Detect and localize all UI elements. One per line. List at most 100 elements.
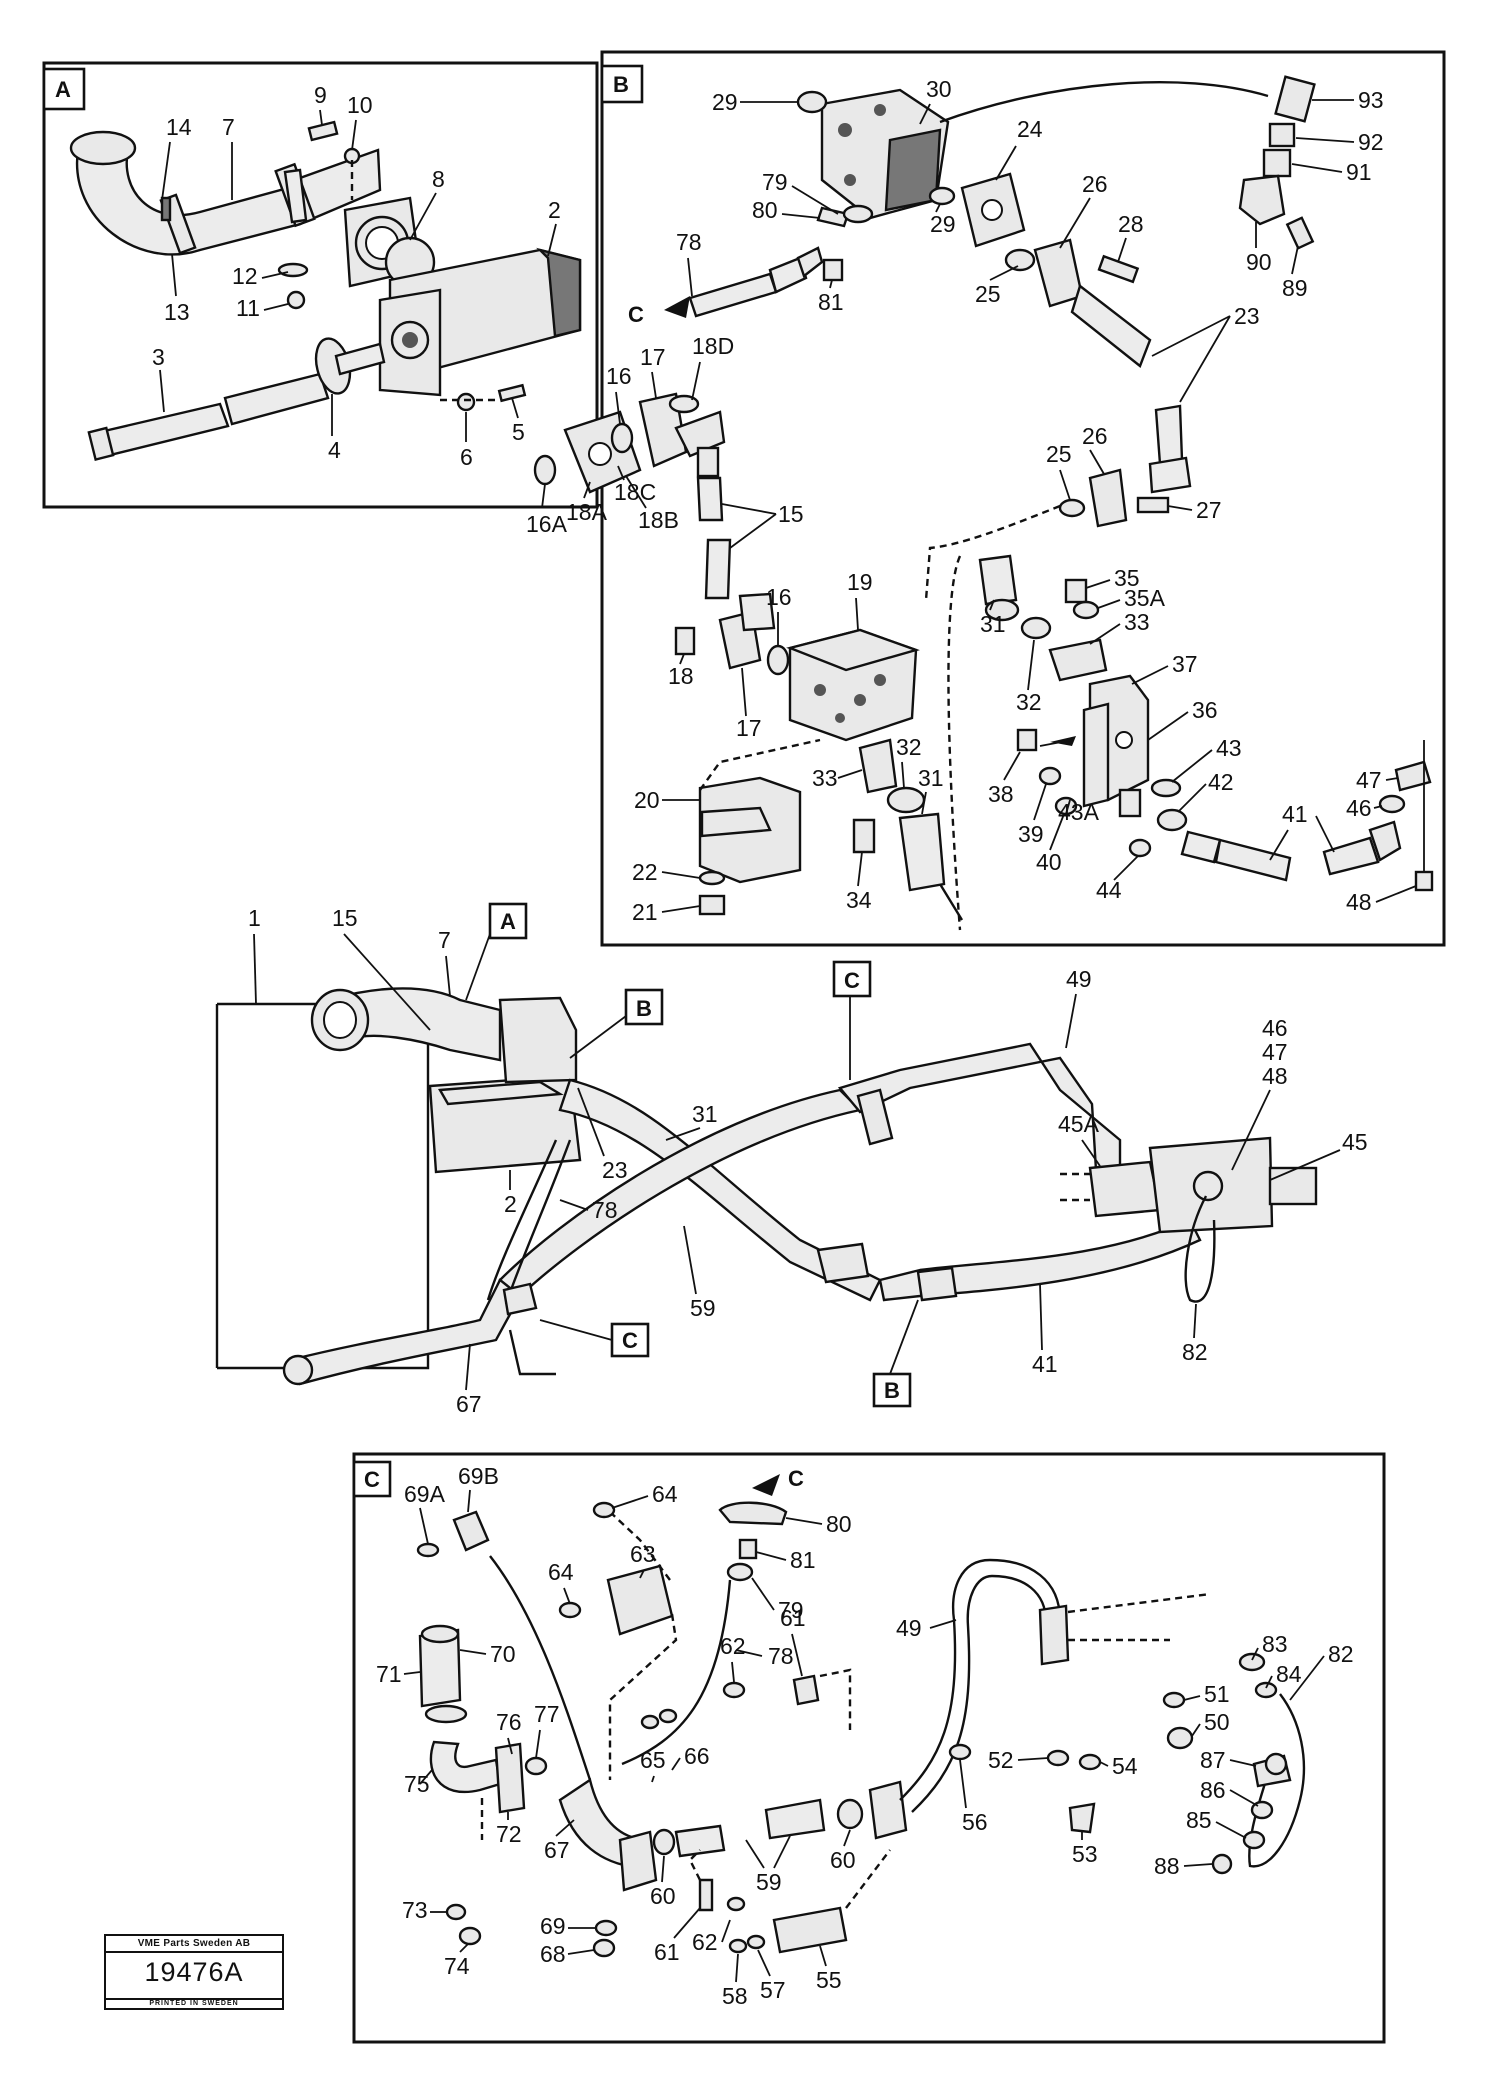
marker-b: B xyxy=(636,996,652,1021)
bolts-a xyxy=(277,120,527,412)
callout-69b: 69B xyxy=(458,1463,499,1489)
callout-32: 32 xyxy=(1016,689,1042,715)
callout-12: 12 xyxy=(232,263,258,289)
callout-17-b: 17 xyxy=(736,715,762,741)
callout-85: 85 xyxy=(1186,1807,1212,1833)
callout-29-b: 29 xyxy=(930,211,956,237)
callout-13: 13 xyxy=(164,299,190,325)
marker-b-lower: B xyxy=(884,1378,900,1403)
callout-31: 31 xyxy=(980,611,1006,637)
callout-60: 60 xyxy=(650,1883,676,1909)
callout-79: 79 xyxy=(762,169,788,195)
callout-7-main: 7 xyxy=(438,927,451,953)
callout-82-c: 82 xyxy=(1328,1641,1354,1667)
callout-10: 10 xyxy=(347,92,373,118)
callouts-main: 1 15 7 31 49 46 47 48 45A 45 23 2 78 59 xyxy=(248,905,1368,1417)
callout-48: 48 xyxy=(1346,889,1372,915)
callout-26: 26 xyxy=(1082,171,1108,197)
callout-2-main: 2 xyxy=(504,1191,517,1217)
callout-58: 58 xyxy=(722,1983,748,2009)
callout-55: 55 xyxy=(816,1967,842,1993)
callout-93: 93 xyxy=(1358,87,1384,113)
callout-22: 22 xyxy=(632,859,658,885)
panel-a-label: A xyxy=(55,77,71,102)
panel-c-label: C xyxy=(364,1467,380,1492)
main-assembly: A B C C B 1 15 7 31 49 46 xyxy=(215,902,1368,1417)
callout-21: 21 xyxy=(632,899,658,925)
callout-8: 8 xyxy=(432,166,445,192)
callout-77: 77 xyxy=(534,1701,560,1727)
callout-45a: 45A xyxy=(1058,1111,1100,1137)
callout-19: 19 xyxy=(847,569,873,595)
callout-68: 68 xyxy=(540,1941,566,1967)
callouts-panel-b: 29 30 93 92 91 24 79 80 29 26 28 90 89 xyxy=(526,76,1417,925)
callout-16a: 16A xyxy=(526,511,568,537)
callout-46-main: 46 xyxy=(1262,1015,1288,1041)
callout-92: 92 xyxy=(1358,129,1384,155)
callout-41: 41 xyxy=(1282,801,1308,827)
callout-73: 73 xyxy=(402,1897,428,1923)
stamp-company: VME Parts Sweden AB xyxy=(106,1936,282,1953)
callout-44: 44 xyxy=(1096,877,1122,903)
bracket-20 xyxy=(698,738,821,884)
callout-49: 49 xyxy=(1066,966,1092,992)
callout-45: 45 xyxy=(1342,1129,1368,1155)
pump-body xyxy=(378,247,582,397)
callout-71: 71 xyxy=(376,1661,402,1687)
callout-43: 43 xyxy=(1216,735,1242,761)
callout-38: 38 xyxy=(988,781,1014,807)
callout-76: 76 xyxy=(496,1709,522,1735)
manifold-block-19 xyxy=(786,628,920,742)
callout-91: 91 xyxy=(1346,159,1372,185)
callout-74: 74 xyxy=(444,1953,470,1979)
callout-75: 75 xyxy=(404,1771,430,1797)
callout-7: 7 xyxy=(222,114,235,140)
callout-82-main: 82 xyxy=(1182,1339,1208,1365)
callout-23: 23 xyxy=(1234,303,1260,329)
callout-56: 56 xyxy=(962,1809,988,1835)
callout-64: 64 xyxy=(652,1481,678,1507)
callouts-panel-a: 9 10 14 7 8 2 12 11 13 3 4 6 5 xyxy=(152,82,561,470)
callout-33: 33 xyxy=(1124,609,1150,635)
flange-ring xyxy=(343,196,436,288)
elbow-hose xyxy=(69,130,382,256)
marker-a: A xyxy=(500,909,516,934)
callout-47-main: 47 xyxy=(1262,1039,1288,1065)
callout-78-c: 78 xyxy=(768,1643,794,1669)
callout-72: 72 xyxy=(496,1821,522,1847)
callout-c-arrow-c: C xyxy=(788,1466,804,1491)
callout-61: 61 xyxy=(780,1605,806,1631)
callout-1: 1 xyxy=(248,905,261,931)
panel-b: B xyxy=(526,50,1446,947)
callout-69: 69 xyxy=(540,1913,566,1939)
callout-64-b: 64 xyxy=(548,1559,574,1585)
callout-20: 20 xyxy=(634,787,660,813)
callout-59-c: 59 xyxy=(756,1869,782,1895)
callout-80: 80 xyxy=(752,197,778,223)
callout-81: 81 xyxy=(818,289,844,315)
callout-86: 86 xyxy=(1200,1777,1226,1803)
callout-31-b: 31 xyxy=(918,765,944,791)
callout-67-c: 67 xyxy=(544,1837,570,1863)
callout-62-b: 62 xyxy=(692,1929,718,1955)
callout-41-main: 41 xyxy=(1032,1351,1058,1377)
callout-29: 29 xyxy=(712,89,738,115)
callout-3: 3 xyxy=(152,344,165,370)
callout-78-main: 78 xyxy=(592,1197,618,1223)
callout-14: 14 xyxy=(166,114,192,140)
callout-81-c: 81 xyxy=(790,1547,816,1573)
callout-42: 42 xyxy=(1208,769,1234,795)
marker-c: C xyxy=(844,968,860,993)
panel-c: C xyxy=(352,1452,1386,2044)
callout-60-b: 60 xyxy=(830,1847,856,1873)
callout-66: 66 xyxy=(684,1743,710,1769)
valve-block-18a xyxy=(533,392,726,494)
callout-47: 47 xyxy=(1356,767,1382,793)
callout-52: 52 xyxy=(988,1747,1014,1773)
callout-54: 54 xyxy=(1112,1753,1138,1779)
callout-33-b: 33 xyxy=(812,765,838,791)
callout-40: 40 xyxy=(1036,849,1062,875)
callout-15-main: 15 xyxy=(332,905,358,931)
valve-unit-45 xyxy=(1060,1136,1318,1303)
callout-59-main: 59 xyxy=(690,1295,716,1321)
